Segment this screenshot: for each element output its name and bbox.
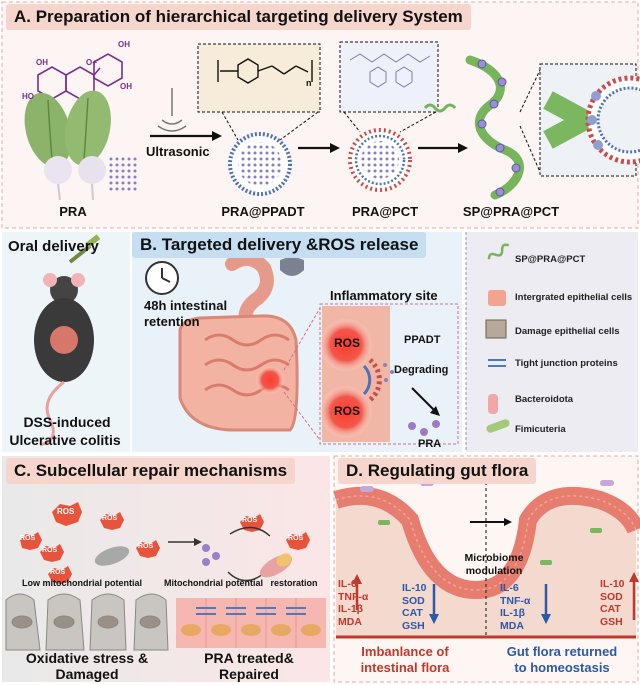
mouse-illustration bbox=[34, 234, 101, 447]
legend-sp-pra-pct: SP@PRA@PCT bbox=[515, 254, 586, 265]
ultrasonic-label: Ultrasonic bbox=[146, 144, 210, 159]
legend-bg bbox=[466, 232, 638, 452]
repaired-caption-1: PRA treated& bbox=[204, 650, 294, 666]
restoration-label: Mitochondrial potential restoration bbox=[164, 578, 318, 588]
marker-tnf-right: TNF-α bbox=[500, 594, 531, 607]
marker-gsh-left: GSH bbox=[402, 619, 425, 632]
oh-label-2: OH bbox=[118, 40, 130, 49]
pra-release-label: PRA bbox=[418, 438, 442, 450]
right-up-markers: IL-10 SOD CAT GSH bbox=[600, 578, 625, 628]
retention-line-1: 48h intestinal bbox=[144, 298, 228, 313]
marker-il1b-right: IL-1β bbox=[500, 607, 526, 619]
homeostasis-caption-1: Gut flora returned bbox=[506, 644, 618, 659]
repaired-cells bbox=[176, 598, 326, 648]
imbalance-caption-2: intestinal flora bbox=[360, 660, 450, 675]
pra-pct-particle bbox=[348, 128, 412, 192]
marker-il10-right: IL-10 bbox=[600, 578, 625, 590]
dss-caption-1: DSS-induced bbox=[23, 414, 111, 430]
formula-subscript: n bbox=[306, 78, 312, 88]
ros-bursts bbox=[20, 502, 310, 584]
pra-dots bbox=[108, 155, 138, 191]
oxidative-caption-2: Damaged bbox=[55, 666, 119, 682]
legend-tight-junction: Tight junction proteins bbox=[515, 358, 618, 369]
retention-line-2: retention bbox=[144, 314, 200, 329]
marker-mda-right: MDA bbox=[500, 619, 524, 632]
label-sp-pra-pct: SP@PRA@PCT bbox=[462, 204, 560, 219]
panel-a-title: A. Preparation of hierarchical targeting… bbox=[6, 4, 471, 30]
marker-il6-left: IL-6 bbox=[338, 578, 357, 590]
marker-il6-right: IL-6 bbox=[500, 582, 519, 594]
ros-burst-label-2: ROS bbox=[57, 507, 75, 516]
mitochondria-damaged bbox=[94, 546, 130, 566]
marker-il1b-left: IL-1β bbox=[338, 603, 364, 615]
legend-bacteroidota: Bacteroidota bbox=[515, 394, 574, 405]
o-plus-label: O+ bbox=[86, 58, 97, 67]
ros-burst-label-4: ROS bbox=[42, 547, 58, 554]
ros-burst-label-8: ROS bbox=[288, 535, 304, 542]
ros-burst-label-5: ROS bbox=[138, 543, 154, 550]
label-pra-pct: PRA@PCT bbox=[351, 204, 419, 219]
ho-label: HO bbox=[22, 92, 34, 101]
legend-fimicuteria: Fimicuteria bbox=[515, 424, 566, 435]
ros-label-2: ROS bbox=[334, 404, 361, 418]
panel-b-title: B. Targeted delivery &ROS release bbox=[132, 232, 427, 258]
ros-burst-label-6: ROS bbox=[50, 569, 66, 576]
ppadt-structure-box bbox=[197, 43, 321, 113]
dss-caption-2: Ulcerative colitis bbox=[9, 432, 121, 448]
imbalance-caption-1: Imbanlance of bbox=[361, 644, 449, 659]
shield-icon bbox=[280, 256, 304, 276]
ros-label-1: ROS bbox=[334, 336, 361, 350]
label-pra-ppadt: PRA@PPADT bbox=[221, 204, 305, 219]
inflammatory-zoom-box bbox=[319, 303, 459, 445]
oh-label-3: OH bbox=[120, 82, 132, 91]
degrading-label: Degrading bbox=[394, 364, 449, 376]
label-pra: PRA bbox=[59, 204, 87, 219]
inflammatory-site-label: Inflammatory site bbox=[330, 288, 438, 303]
pra-ppadt-particle bbox=[228, 132, 292, 196]
legend-damaged-cells: Damage epithelial cells bbox=[515, 326, 620, 337]
marker-sod-left: SOD bbox=[402, 594, 425, 607]
ros-burst-label-1: ROS bbox=[20, 535, 36, 542]
marker-cat-left: CAT bbox=[402, 607, 423, 619]
left-down-markers: IL-10 SOD CAT GSH bbox=[402, 582, 427, 632]
left-up-markers: IL-6 TNF-α IL-1β MDA bbox=[338, 578, 368, 628]
villi-illustration bbox=[333, 470, 640, 639]
spirulina-icon bbox=[423, 103, 457, 113]
oral-delivery-title: Oral delivery bbox=[8, 238, 99, 255]
legend-integrated-cells: Intergrated epithelial cells bbox=[515, 292, 633, 303]
marker-il10-left: IL-10 bbox=[402, 582, 427, 594]
panel-c-title: C. Subcellular repair mechanisms bbox=[6, 458, 296, 484]
ros-burst-label-3: ROS bbox=[102, 515, 118, 522]
leaf-illustration bbox=[24, 90, 111, 201]
panel-d-title: D. Regulating gut flora bbox=[338, 458, 537, 484]
marker-sod-right: SOD bbox=[600, 590, 623, 603]
modulation-line-2: modulation bbox=[465, 565, 523, 577]
damaged-cells bbox=[5, 593, 169, 651]
marker-mda-left: MDA bbox=[338, 615, 362, 628]
ppadt-label: PPADT bbox=[404, 334, 441, 346]
low-potential-label: Low mitochondrial potential bbox=[22, 578, 142, 588]
clock-icon bbox=[145, 261, 179, 295]
ultrasonic-icon bbox=[157, 88, 187, 132]
repaired-caption-2: Repaired bbox=[219, 666, 279, 682]
marker-gsh-right: GSH bbox=[600, 615, 623, 628]
marker-cat-right: CAT bbox=[600, 603, 621, 615]
oh-label-1: OH bbox=[36, 58, 48, 67]
intestine-illustration bbox=[178, 251, 299, 432]
homeostasis-caption-2: to homeostasis bbox=[514, 660, 610, 675]
oxidative-caption-1: Oxidative stress & bbox=[25, 650, 149, 666]
ros-burst-label-7: ROS bbox=[242, 517, 258, 524]
mid-markers: IL-6 TNF-α IL-1β MDA bbox=[500, 582, 530, 632]
modulation-line-1: Microbiome bbox=[464, 552, 524, 564]
pct-structure-box bbox=[339, 41, 439, 113]
marker-tnf-left: TNF-α bbox=[338, 590, 369, 603]
